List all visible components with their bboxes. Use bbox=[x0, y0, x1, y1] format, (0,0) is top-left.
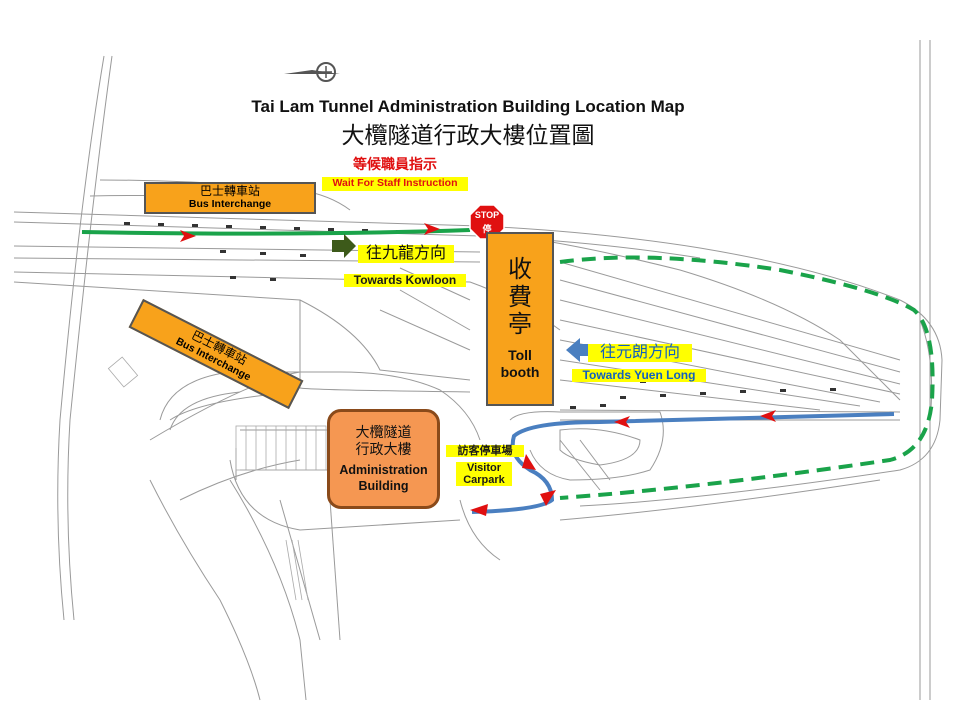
administration-building: 大欖隧道 行政大樓 Administration Building bbox=[327, 409, 440, 509]
admin-building-zh-line1: 大欖隧道 bbox=[355, 424, 412, 440]
route-return-dashed bbox=[559, 255, 935, 500]
visitor-carpark-en: Visitor Carpark bbox=[456, 462, 512, 487]
toll-booth-en-line2: booth bbox=[500, 364, 540, 381]
route-yuen-long bbox=[471, 412, 895, 514]
instruction-zh: 等候職員指示 bbox=[353, 156, 437, 172]
visitor-carpark-en-line2: Carpark bbox=[463, 474, 505, 487]
bus-interchange-north-zh: 巴士轉車站 bbox=[199, 184, 260, 198]
visitor-carpark-zh: 訪客停車場 bbox=[446, 445, 524, 458]
direction-arrow-green-icon bbox=[332, 234, 356, 258]
toll-booth-zh: 收費亭 bbox=[508, 256, 532, 339]
admin-building-en: Administration Building bbox=[339, 462, 427, 494]
instruction-en: Wait For Staff Instruction bbox=[322, 177, 468, 191]
admin-building-en-line2: Building bbox=[358, 479, 409, 493]
direction-kowloon-en: Towards Kowloon bbox=[344, 273, 466, 288]
bus-interchange-north-en: Bus Interchange bbox=[188, 198, 272, 210]
admin-building-zh-line2: 行政大樓 bbox=[355, 441, 412, 457]
parking-bays bbox=[107, 356, 327, 601]
direction-kowloon-zh: 往九龍方向 bbox=[358, 245, 454, 263]
admin-building-en-line1: Administration bbox=[339, 463, 428, 477]
toll-lane-markers bbox=[124, 222, 836, 409]
toll-booth-en-line1: Toll bbox=[508, 346, 532, 363]
map-title-en: Tai Lam Tunnel Administration Building L… bbox=[251, 97, 685, 116]
toll-booth-en: Toll booth bbox=[501, 347, 540, 382]
direction-yuen-long-en: Towards Yuen Long bbox=[572, 368, 706, 383]
route-arrow-red-icon bbox=[180, 223, 776, 516]
road-network bbox=[13, 40, 943, 701]
bus-interchange-north: 巴士轉車站 Bus Interchange bbox=[144, 182, 316, 214]
visitor-carpark-en-line1: Visitor bbox=[466, 462, 502, 474]
map-title-zh: 大欖隧道行政大樓位置圖 bbox=[341, 123, 595, 149]
direction-arrow-blue-icon bbox=[566, 338, 592, 362]
north-arrow-icon bbox=[284, 62, 340, 82]
stop-sign-zh: 停 bbox=[482, 224, 492, 234]
toll-booth: 收費亭 Toll booth bbox=[486, 232, 554, 406]
stop-sign-en: STOP bbox=[474, 210, 500, 220]
direction-yuen-long-zh: 往元朗方向 bbox=[588, 344, 692, 362]
route-kowloon bbox=[81, 228, 471, 236]
